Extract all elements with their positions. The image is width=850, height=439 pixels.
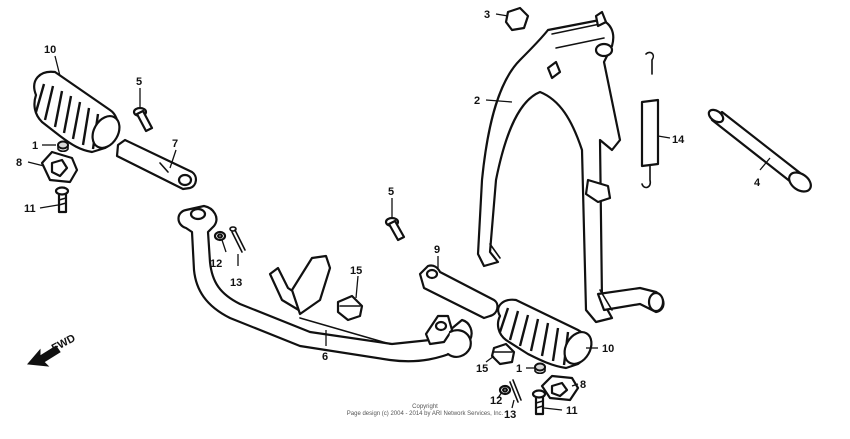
footpeg-plate-left[interactable] (40, 150, 79, 184)
bolt-mid[interactable] (336, 294, 364, 322)
fwd-direction-marker: FWD (26, 332, 78, 367)
callout-13-mid: 13 (230, 277, 242, 289)
bolt-upper-left[interactable] (54, 186, 70, 214)
stand-stopper[interactable] (504, 6, 530, 32)
callout-6: 6 (322, 351, 328, 363)
callout-1-upper: 1 (32, 140, 38, 152)
bolt-lower-right[interactable] (531, 389, 547, 416)
copyright-line2: Page design (c) 2004 - 2014 by ARI Netwo… (347, 411, 504, 417)
footpeg-bracket-right[interactable] (418, 264, 499, 320)
callout-7: 7 (172, 138, 178, 150)
callout-2: 2 (474, 95, 480, 107)
callout-1-lower: 1 (516, 363, 522, 375)
washer-lower-right[interactable] (534, 362, 546, 375)
cotter-pin-mid[interactable] (229, 226, 246, 253)
copyright-notice: Copyright Page design (c) 2004 - 2014 by… (347, 404, 504, 417)
callout-5-lower: 5 (388, 186, 394, 198)
callout-9: 9 (434, 244, 440, 256)
pivot-shaft[interactable] (707, 107, 815, 195)
footpeg-plate-right[interactable] (540, 374, 580, 402)
bolt-lower[interactable] (490, 342, 516, 366)
callout-5-upper: 5 (136, 76, 142, 88)
washer-mid[interactable] (213, 230, 227, 242)
fwd-arrow-icon (26, 345, 61, 367)
callout-10-lower: 10 (602, 343, 614, 355)
callout-8-lower: 8 (580, 379, 586, 391)
washer-upper-left[interactable] (57, 140, 69, 153)
footpeg-bracket-arm[interactable] (115, 138, 197, 191)
callout-8-upper: 8 (16, 157, 22, 169)
cotter-pin-lower[interactable] (509, 379, 522, 403)
callout-4: 4 (754, 177, 761, 189)
callout-14: 14 (672, 134, 685, 146)
callout-10-upper: 10 (44, 44, 56, 56)
stand-spring[interactable] (640, 51, 660, 189)
callout-labels: 10 5 7 1 8 11 12 13 3 2 14 4 5 9 15 6 10… (16, 9, 761, 421)
clevis-pin-lower[interactable] (384, 216, 406, 242)
callout-11-upper: 11 (24, 203, 36, 215)
fwd-label: FWD (50, 332, 78, 354)
callout-15-mid: 15 (350, 265, 362, 277)
footpeg-rubber-right[interactable] (496, 298, 597, 370)
callout-12-mid: 12 (210, 258, 222, 270)
callout-11-lower: 11 (566, 405, 578, 417)
washer-lower[interactable] (498, 384, 512, 396)
callout-15-lower: 15 (476, 363, 488, 375)
footpeg-rubber-left[interactable] (33, 70, 125, 154)
callout-12-lower: 12 (490, 395, 502, 407)
leader-lines (27, 13, 771, 411)
copyright-line1: Copyright (412, 404, 438, 410)
main-stand[interactable] (476, 10, 665, 324)
side-stand-assembly[interactable] (177, 204, 473, 363)
callout-3: 3 (484, 9, 490, 21)
callout-13-lower: 13 (504, 409, 516, 421)
clevis-pin-upper[interactable] (132, 106, 154, 133)
